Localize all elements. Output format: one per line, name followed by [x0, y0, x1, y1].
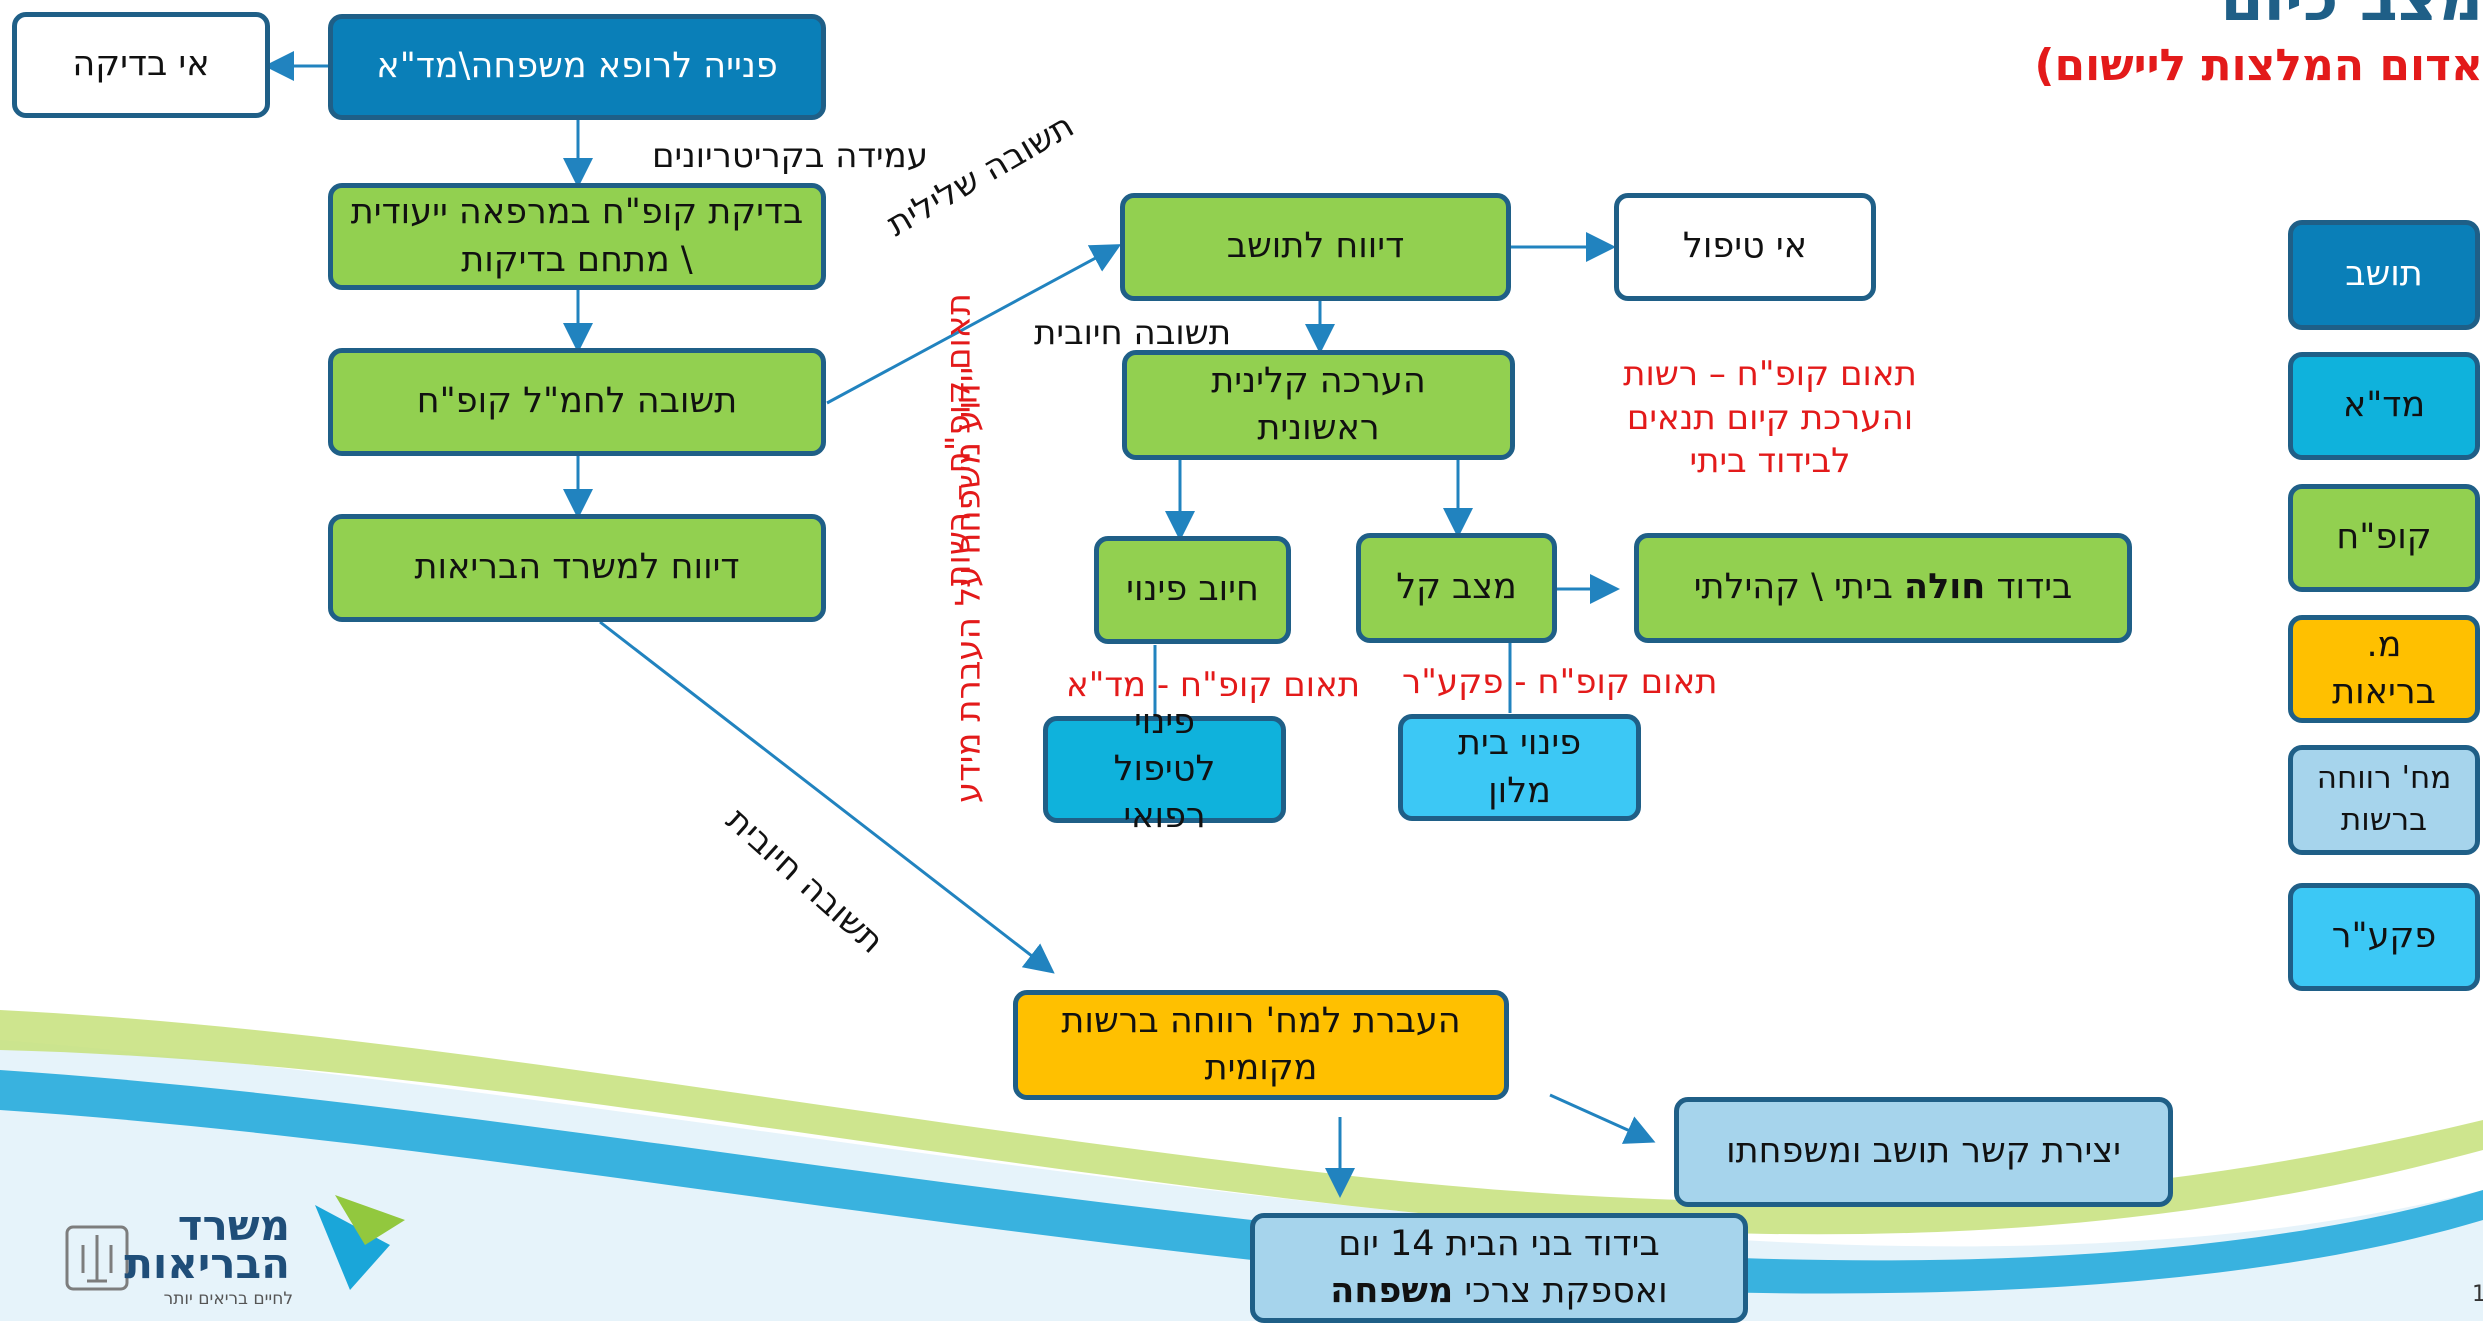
- legend-hmo: קופ"ח: [2288, 484, 2480, 592]
- node-report-resident: דיווח לתושב: [1120, 193, 1511, 301]
- node-evac-medical: פינוי לטיפול רפואי: [1043, 702, 1286, 836]
- emblem-icon: [65, 1225, 129, 1291]
- label-meets-criteria: עמידה בקריטריונים: [652, 136, 929, 176]
- node-home-isolation: בידוד חולה ביתי \ קהילתי: [1634, 533, 2132, 643]
- legend-moh: מ. בריאות: [2288, 615, 2480, 723]
- node-clinical-eval: הערכה קלינית ראשונית: [1122, 350, 1515, 460]
- legend-welfare: מח' רווחה ברשות: [2288, 745, 2480, 855]
- legend-pkar: פקע"ר: [2288, 883, 2480, 991]
- family-isolation-line2-bold: משפחה: [1330, 1271, 1454, 1311]
- logo-line2: הבריאות: [124, 1239, 290, 1288]
- node-report-moh: דיווח למשרד הבריאות: [328, 514, 826, 622]
- logo-tagline: לחיים בריאים יותר: [163, 1289, 293, 1309]
- label-coord-authority: תאום קופ"ח – רשות והערכת קיום תנאים לביד…: [1623, 354, 1917, 482]
- family-isolation-line2-pre: ואספקת צרכי: [1453, 1271, 1668, 1311]
- label-coord-hmo-mda: תאום קופ"ח - מד"א: [1066, 665, 1361, 705]
- label-positive-1: תשובה חיובית: [1034, 313, 1232, 353]
- ministry-logo: משרד הבריאות לחיים בריאים יותר: [55, 1195, 415, 1315]
- node-contact-family: יצירת קשר תושב ומשפחתו: [1674, 1097, 2173, 1207]
- node-no-treatment: אי טיפול: [1614, 193, 1876, 301]
- home-isolation-post: ביתי \ קהילתי: [1693, 567, 1905, 608]
- node-family-isolation: בידוד בני הבית 14 יום ואספקת צרכי משפחה: [1250, 1213, 1748, 1323]
- node-no-test: אי בדיקה: [12, 12, 270, 118]
- label-coord-hmo-pkar: תאום קופ"ח - פקע"ר: [1402, 662, 1718, 702]
- label-vertical-red-2: יידוע משפחה על העברת מידע: [948, 366, 989, 804]
- legend-resident: תושב: [2288, 220, 2480, 330]
- logo-line1: משרד: [177, 1201, 290, 1250]
- family-isolation-line2: ואספקת צרכי משפחה: [1330, 1268, 1667, 1315]
- node-referral: פנייה לרופא משפחה\מד"א: [328, 14, 826, 120]
- logo-mark-icon: [315, 1195, 405, 1290]
- page-number: 1: [2472, 1282, 2483, 1307]
- node-mild: מצב קל: [1356, 533, 1557, 643]
- family-isolation-line1: בידוד בני הבית 14 יום: [1338, 1223, 1660, 1264]
- node-lab-answer: תשובה לחמ"ל קופ"ח: [328, 348, 826, 456]
- home-isolation-bold: חולה: [1904, 567, 1986, 608]
- node-hmo-test: בדיקת קופ"ח במרפאה ייעודית \ מתחם בדיקות: [328, 183, 826, 290]
- page-subtitle: אדום המלצות ליישום): [2034, 40, 2483, 91]
- node-evac-required: חיוב פינוי: [1094, 536, 1291, 644]
- legend-mda: מד"א: [2288, 352, 2480, 460]
- node-welfare-transfer: העברת למח' רווחה ברשות מקומית: [1013, 990, 1509, 1100]
- node-evac-hotel: פינוי בית מלון: [1398, 714, 1641, 821]
- page-title: מצב כיום: [2220, 0, 2483, 35]
- home-isolation-pre: בידוד: [1985, 567, 2073, 608]
